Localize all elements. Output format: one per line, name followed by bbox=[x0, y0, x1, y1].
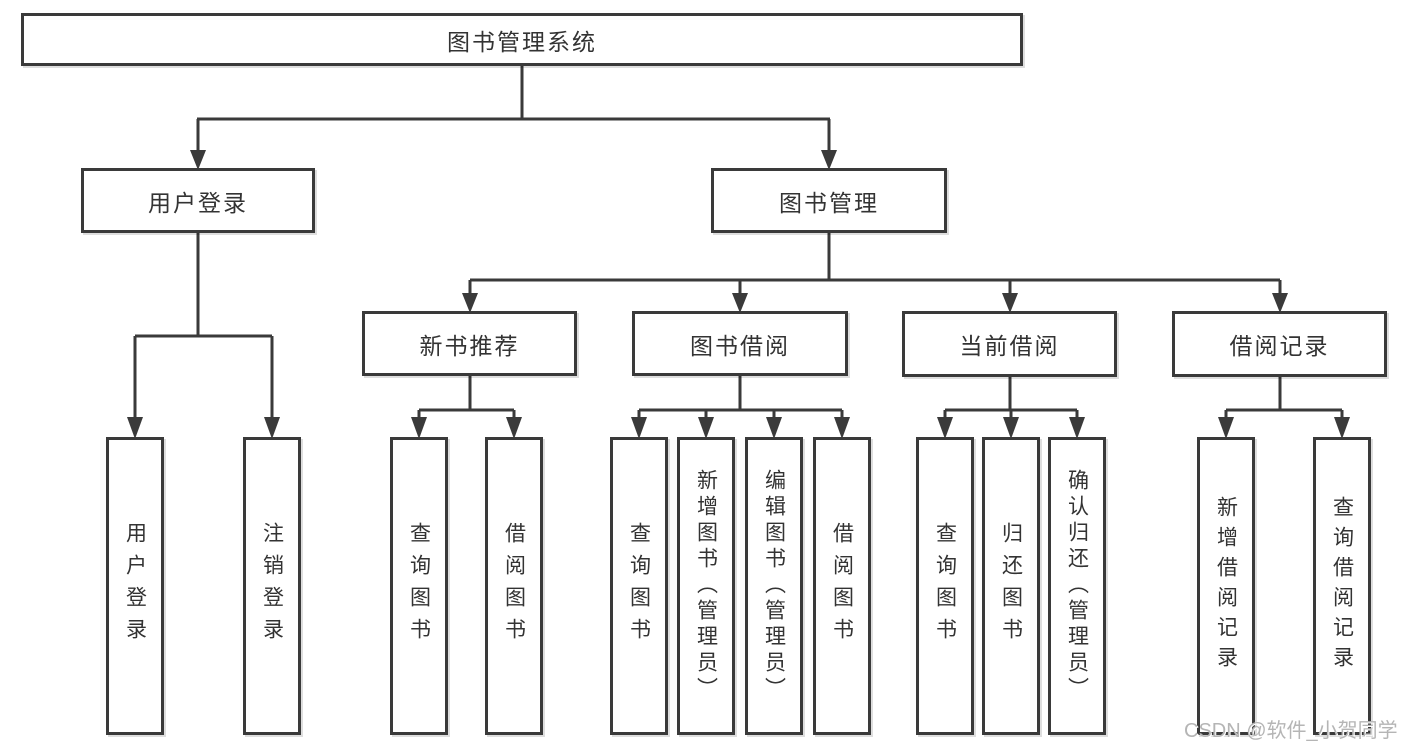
node-borrow-books-1: 借阅图书 bbox=[485, 437, 543, 735]
node-label: 编辑图书（管理员） bbox=[762, 469, 786, 703]
node-label: 查询图书 bbox=[627, 522, 651, 650]
node-query-books-3: 查询图书 bbox=[916, 437, 974, 735]
node-library-management-system: 图书管理系统 bbox=[21, 13, 1023, 66]
connector-newbook-to-leaves bbox=[417, 376, 516, 420]
node-query-borrow-record: 查询借阅记录 bbox=[1313, 437, 1371, 735]
node-label: 新书推荐 bbox=[419, 332, 520, 359]
node-label: 查询借阅记录 bbox=[1330, 496, 1354, 676]
node-label: 用户登录 bbox=[123, 522, 147, 650]
connector-records-to-leaves bbox=[1224, 377, 1344, 420]
node-edit-book-admin: 编辑图书（管理员） bbox=[745, 437, 803, 735]
node-label: 图书借阅 bbox=[690, 332, 790, 359]
node-label: 确认归还（管理员） bbox=[1065, 469, 1089, 703]
node-label: 当前借阅 bbox=[959, 333, 1060, 359]
node-label: 借阅记录 bbox=[1229, 333, 1330, 359]
node-user-login-leaf: 用户登录 bbox=[106, 437, 164, 735]
node-label: 图书管理 bbox=[779, 189, 879, 216]
connector-root-to-level2 bbox=[196, 66, 831, 152]
node-query-books-2: 查询图书 bbox=[610, 437, 668, 735]
node-label: 用户登录 bbox=[148, 189, 248, 216]
node-label: 图书管理系统 bbox=[447, 28, 597, 55]
node-add-book-admin: 新增图书（管理员） bbox=[677, 437, 735, 735]
node-new-book-recommend: 新书推荐 bbox=[362, 311, 577, 376]
node-borrow-books-2: 借阅图书 bbox=[813, 437, 871, 735]
node-label: 新增借阅记录 bbox=[1214, 496, 1238, 676]
node-book-borrowing: 图书借阅 bbox=[632, 311, 848, 376]
node-label: 查询图书 bbox=[933, 522, 957, 650]
node-label: 新增图书（管理员） bbox=[694, 469, 718, 703]
node-add-borrow-record: 新增借阅记录 bbox=[1197, 437, 1255, 735]
node-query-books-1: 查询图书 bbox=[390, 437, 448, 735]
node-label: 归还图书 bbox=[999, 522, 1023, 650]
connector-borrowing-to-leaves bbox=[637, 376, 844, 420]
node-return-book: 归还图书 bbox=[982, 437, 1040, 735]
watermark: CSDN @软件_小贺同学 bbox=[1184, 720, 1398, 742]
node-confirm-return-admin: 确认归还（管理员） bbox=[1048, 437, 1106, 735]
node-book-management: 图书管理 bbox=[711, 168, 947, 233]
node-borrowing-records: 借阅记录 bbox=[1172, 311, 1387, 377]
connector-userlogin-to-leaves bbox=[133, 233, 274, 420]
connector-current-to-leaves bbox=[943, 377, 1079, 420]
node-current-borrowing: 当前借阅 bbox=[902, 311, 1117, 377]
node-label: 借阅图书 bbox=[830, 522, 854, 650]
node-label: 借阅图书 bbox=[502, 522, 526, 650]
node-label: 注销登录 bbox=[260, 522, 284, 650]
node-label: 查询图书 bbox=[407, 522, 431, 650]
node-logout-leaf: 注销登录 bbox=[243, 437, 301, 735]
node-user-login: 用户登录 bbox=[81, 168, 315, 233]
connector-bookmgmt-to-level3 bbox=[468, 233, 1282, 295]
